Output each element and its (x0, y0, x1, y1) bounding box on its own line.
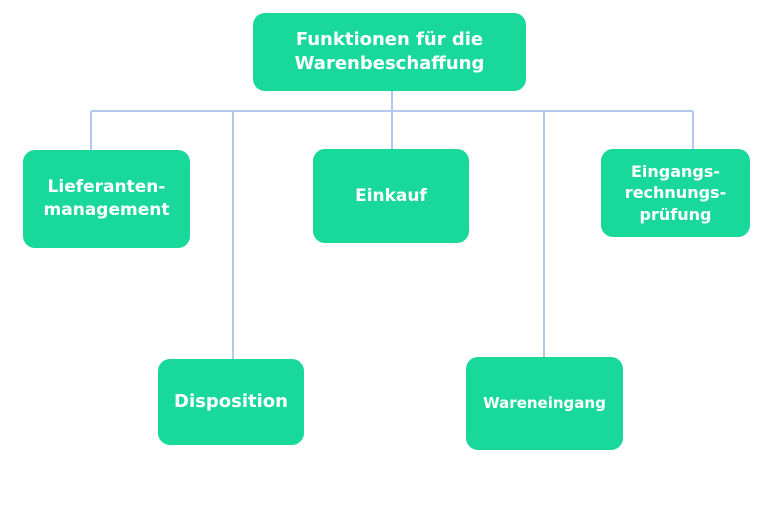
node-wareneingang: Wareneingang (466, 357, 623, 450)
node-disposition: Disposition (158, 359, 304, 445)
node-einkauf: Einkauf (313, 149, 469, 243)
node-lieferantenmanagement: Lieferanten- management (23, 150, 190, 248)
root-node: Funktionen für die Warenbeschaffung (253, 13, 526, 91)
node-eingangsrechnungspruefung: Eingangs- rechnungs- prüfung (601, 149, 750, 237)
